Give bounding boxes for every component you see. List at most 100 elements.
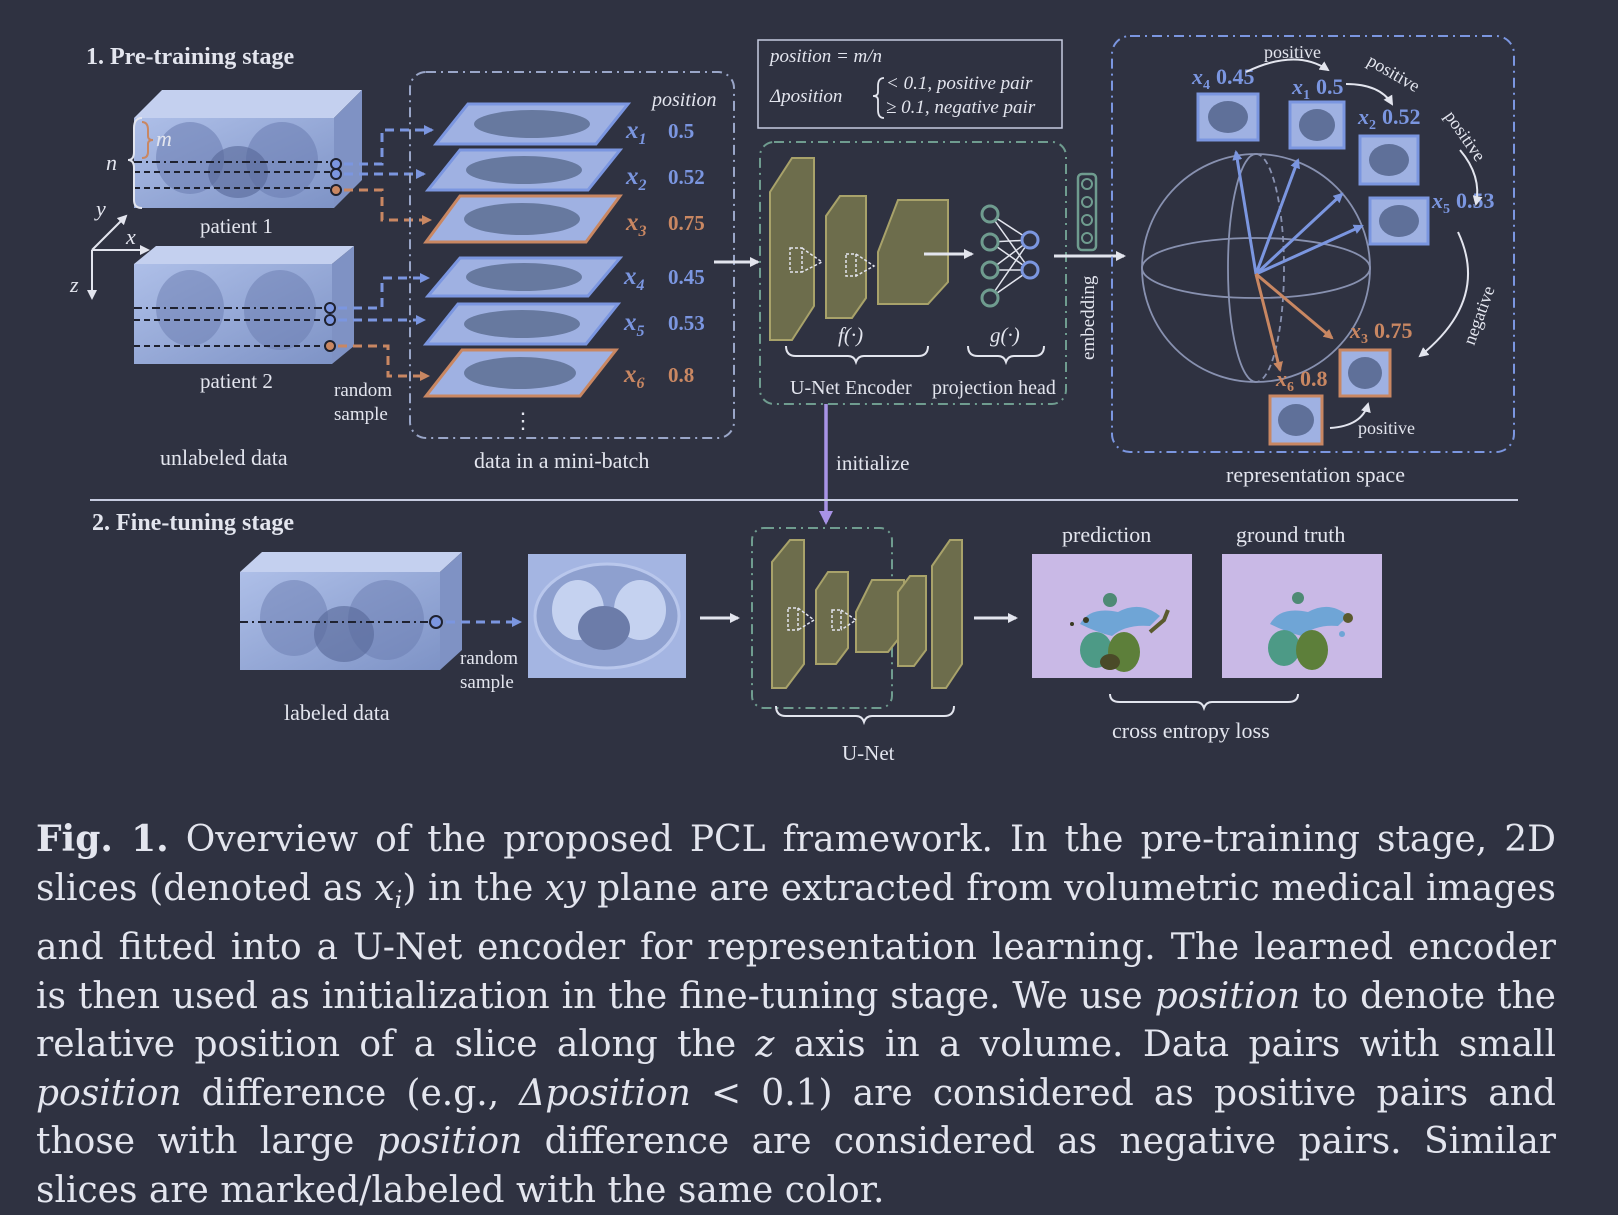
slice-pos-1: 0.5: [668, 119, 694, 143]
conv-kernel-icon: [789, 247, 876, 277]
patient-2-volume: [134, 246, 354, 364]
prediction-image: [1032, 554, 1192, 678]
patient-1-volume: [134, 90, 362, 208]
slice-label-6: x6: [623, 361, 645, 392]
pcl-framework-figure: 1. Pre-training stage n m patient 1 y x …: [69, 35, 1518, 765]
slice-pos-6: 0.8: [668, 363, 694, 387]
slice-label-1: x1: [625, 117, 647, 148]
unlabeled-data-label: unlabeled data: [160, 445, 288, 470]
slice-x6: [422, 348, 620, 398]
rep-thumbnails: [1196, 92, 1430, 446]
g-label: g(·): [990, 323, 1020, 347]
formula-delta: Δposition: [769, 86, 842, 107]
slice-x2: [424, 148, 624, 192]
axis-y: y: [94, 196, 106, 221]
encoder-box: [759, 141, 1067, 405]
caption-segment: plane are extracted from volumetric medi…: [36, 867, 1556, 1017]
patient-2-label: patient 2: [200, 369, 273, 393]
slice-label-5: x5: [623, 309, 645, 340]
unet-kernel-icon: [787, 607, 858, 631]
finetune-title: 2. Fine-tuning stage: [92, 510, 294, 536]
unet-encoder-blocks: [769, 157, 949, 341]
slice-pos-4: 0.45: [668, 265, 705, 289]
slice-x5: [422, 302, 622, 346]
random-sample-1b: sample: [334, 404, 388, 425]
axis-m: m: [156, 126, 172, 151]
slice-label-4: x4: [623, 263, 645, 294]
slice-x3: [423, 194, 623, 244]
relation-arrows: [1245, 58, 1483, 429]
caption-segment: ) in the: [402, 867, 545, 909]
positive-label-4: positive: [1358, 418, 1415, 438]
minibatch-box: [409, 71, 735, 439]
unet-encoder-init-box: [751, 527, 893, 709]
caption-segment: position: [1154, 975, 1301, 1017]
caption-segment: difference are considered as negative pa…: [36, 1121, 1556, 1211]
unet-blocks: [771, 539, 963, 689]
formula-box: [757, 39, 1063, 129]
caption-fig-label: Fig. 1.: [36, 818, 169, 860]
formula-positive: < 0.1, positive pair: [886, 73, 1033, 94]
slice-label-2: x2: [625, 163, 647, 194]
caption-segment: xy: [544, 867, 586, 909]
caption-segment: x: [374, 867, 395, 909]
caption-segment: difference (e.g.,: [181, 1072, 520, 1114]
ct-slice-image: [528, 554, 686, 678]
caption-segment: < 0.1) are considered as positive pairs …: [36, 1072, 1556, 1163]
unet-label: U-Net: [842, 741, 895, 765]
cross-entropy-label: cross entropy loss: [1112, 718, 1270, 743]
positive-label-1: positive: [1264, 42, 1321, 62]
random-sample-2a: random: [460, 648, 518, 669]
caption-segment: Δposition: [519, 1072, 691, 1114]
caption-segment: position: [376, 1121, 523, 1163]
xyz-axes: [87, 214, 150, 300]
formula-negative: ≥ 0.1, negative pair: [886, 97, 1036, 118]
hypersphere: [1141, 153, 1371, 383]
projection-head-network: [980, 204, 1040, 308]
slice-label-3: x3: [625, 209, 647, 240]
embedding-vector: [1076, 172, 1098, 252]
random-sample-2b: sample: [460, 672, 514, 693]
minibatch-ellipsis: ⋮: [512, 408, 534, 433]
embedding-label: embedding: [1078, 275, 1099, 360]
caption-segment: to denote the relative position of a sli…: [36, 975, 1556, 1066]
random-sample-1a: random: [334, 380, 392, 401]
ground-truth-image: [1222, 554, 1382, 678]
caption-segment: i: [394, 885, 403, 914]
projection-head-label: projection head: [932, 377, 1056, 399]
caption-segment: Overview of the proposed PCL framework. …: [36, 819, 1556, 909]
slice-x1: [432, 102, 632, 146]
prediction-label: prediction: [1062, 522, 1151, 547]
labeled-data-label: labeled data: [284, 700, 390, 725]
formula-line-1: position = m/n: [768, 46, 882, 67]
unet-encoder-label: U-Net Encoder: [790, 377, 912, 399]
axis-x: x: [125, 224, 136, 249]
caption-segment: z: [755, 1024, 775, 1066]
minibatch-label: data in a mini-batch: [474, 448, 649, 473]
embedding-vectors: [1232, 150, 1364, 372]
ground-truth-label: ground truth: [1236, 522, 1345, 547]
slice-x4: [424, 256, 624, 298]
position-header: position: [650, 89, 716, 111]
axis-n: n: [106, 150, 117, 175]
pretrain-title: 1. Pre-training stage: [86, 44, 295, 70]
initialize-label: initialize: [836, 451, 909, 475]
labeled-volume: [240, 552, 462, 670]
axis-z: z: [69, 272, 79, 297]
f-label: f(·): [838, 323, 863, 347]
slice-pos-3: 0.75: [668, 211, 705, 235]
caption-body: Overview of the proposed PCL framework. …: [36, 819, 1556, 1211]
figure-caption: Fig. 1. Overview of the proposed PCL fra…: [36, 815, 1556, 1215]
patient-1-label: patient 1: [200, 214, 273, 238]
slice-pos-2: 0.52: [668, 165, 705, 189]
representation-space-label: representation space: [1226, 462, 1405, 487]
representation-space-box: [1111, 35, 1515, 453]
slice-pos-5: 0.53: [668, 311, 705, 335]
caption-segment: position: [36, 1072, 182, 1114]
